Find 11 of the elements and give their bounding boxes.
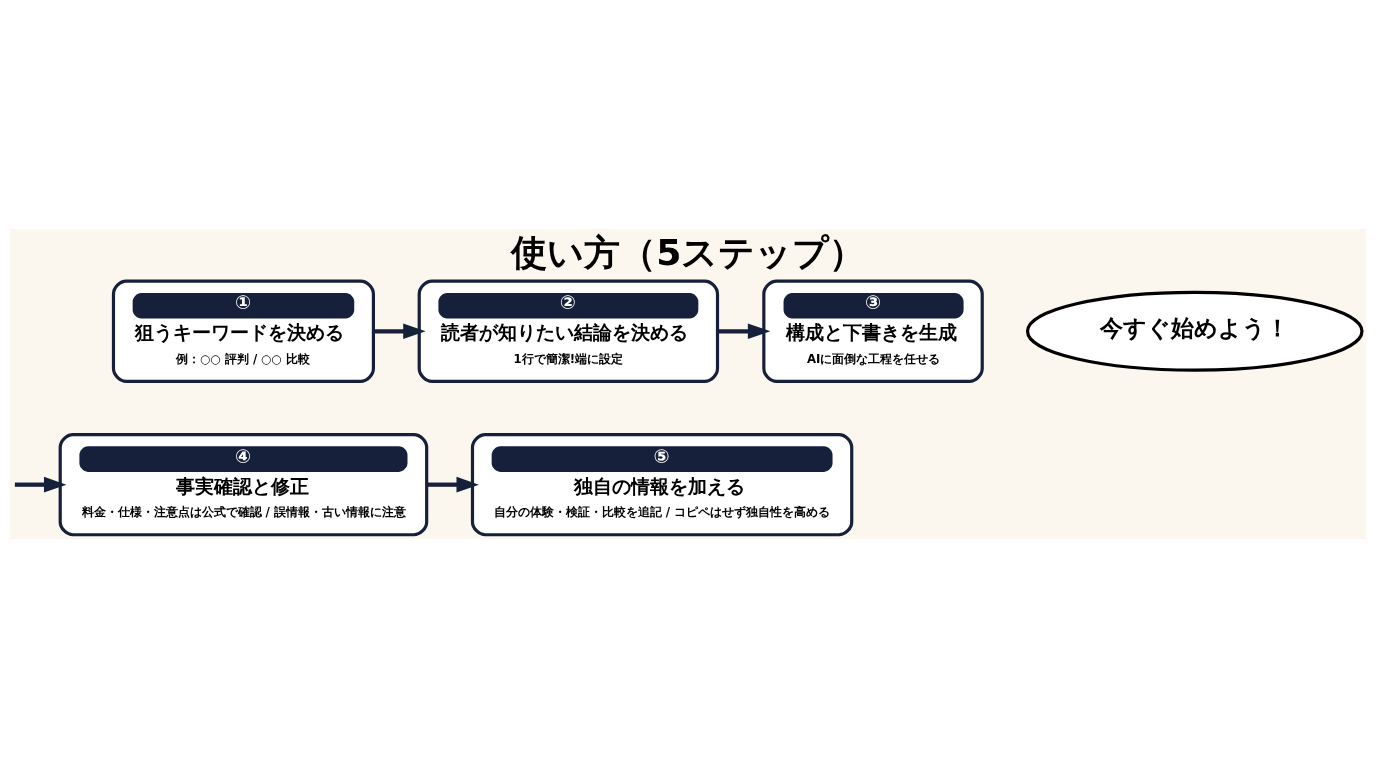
arrow	[373, 323, 426, 340]
node-box: ① 狙うキーワードを決める 例：○○ 評判 / ○○ 比較	[111, 279, 375, 383]
diagram-title: 使い方（5ステップ）	[511, 231, 866, 275]
arrow	[717, 323, 771, 340]
arrow	[14, 476, 67, 493]
arrow	[427, 476, 479, 493]
node-box: ⑤ 独自の情報を加える 自分の体験・検証・比較を追記 / コピペはせず独自性を高める	[470, 433, 854, 537]
node-box: ③ 構成と下書きを生成 AIに面倒な工程を任せる	[762, 279, 984, 383]
node-ellipse: 今すぐ始めよう！	[1025, 290, 1364, 372]
node-box: ② 読者が知りたい結論を決める 1行で簡潔!端に設定	[417, 279, 720, 383]
node-box: ④ 事実確認と修正 料金・仕様・注意点は公式で確認 / 誤情報・古い情報に注意	[58, 433, 429, 537]
